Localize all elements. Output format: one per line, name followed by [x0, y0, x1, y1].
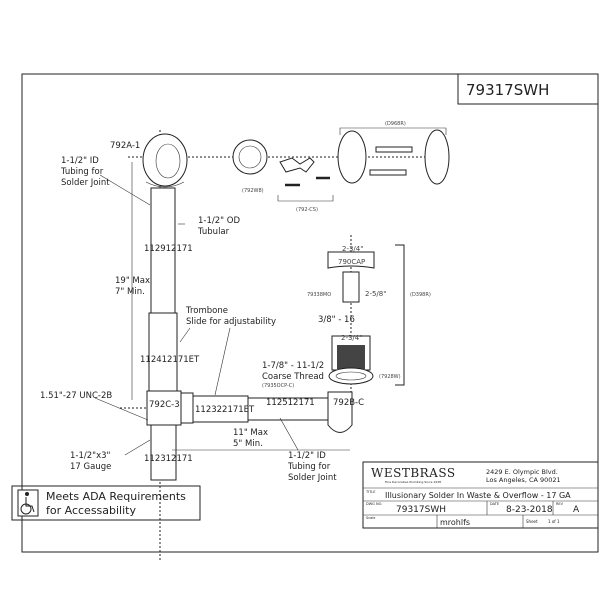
svg-text:17 Gauge: 17 Gauge — [70, 462, 111, 472]
address-line-1: 2429 E. Olympic Blvd. — [486, 468, 558, 476]
length-dimension-label: 11" Max 5" Min. — [233, 428, 268, 449]
gasket-part-label: (7928W) — [379, 374, 401, 380]
svg-text:Tubular: Tubular — [197, 227, 230, 237]
clip — [279, 157, 315, 173]
revision-field: A — [573, 505, 580, 515]
height-dimension-label: 19" Max 7" Min. — [115, 276, 150, 297]
washer — [232, 139, 268, 175]
svg-text:Trombone: Trombone — [185, 306, 228, 316]
tee-part-label: 792C-3 — [149, 400, 180, 410]
coarse-thread — [337, 345, 365, 369]
overflow-kit-label: (D968R) — [385, 121, 406, 127]
svg-text:11" Max: 11" Max — [233, 428, 268, 438]
tailpiece — [150, 424, 177, 481]
wheelchair-icon — [17, 489, 39, 517]
horizontal-tube-part-label: 112512171 — [266, 398, 315, 408]
trombone-part-label: 112412171ET — [140, 355, 200, 365]
brand-tagline: Fine Decorative Plumbing Since 1938 — [385, 480, 441, 484]
drawing-title: Illusionary Solder In Waste & Overflow -… — [385, 491, 571, 500]
svg-text:Coarse Thread: Coarse Thread — [262, 372, 324, 382]
vertical-tube-part-label: 112912171 — [144, 244, 193, 254]
svg-text:1-7/8" - 11-1/2: 1-7/8" - 11-1/2 — [262, 361, 324, 371]
waste-elbow — [327, 391, 353, 433]
svg-text:1-1/2" ID: 1-1/2" ID — [288, 451, 326, 461]
drain-cap — [327, 251, 375, 269]
horizontal-slide — [192, 395, 249, 423]
stud-thread-label: 3/8" - 16 — [318, 315, 355, 325]
coarse-thread-part-label: (7935OCP-C) — [262, 383, 294, 389]
brand-logo: WESTBRASS — [371, 466, 456, 480]
svg-text:Tubing for: Tubing for — [287, 462, 331, 472]
address-line-2: Los Angeles, CA 90021 — [486, 476, 561, 484]
clip-label: (792-CS) — [296, 207, 318, 213]
drawing-number: 79317SWH — [466, 81, 549, 99]
drawing-number-caption: DWG NO. — [366, 502, 382, 506]
svg-text:5" Min.: 5" Min. — [233, 439, 263, 449]
svg-text:1-1/2"x3": 1-1/2"x3" — [70, 451, 111, 461]
body-width-label: 2-3/4" — [341, 334, 362, 342]
author-field: mrohlfs — [440, 518, 470, 527]
drawing-number-field: 79317SWH — [396, 505, 446, 515]
svg-text:1-1/2" ID: 1-1/2" ID — [61, 156, 99, 166]
drawing-frame — [21, 73, 599, 553]
svg-text:Meets ADA Requirements: Meets ADA Requirements — [46, 490, 186, 503]
stopper-part-label: 79338MO — [307, 292, 331, 298]
tailpiece-size-label: 1-1/2"x3" 17 Gauge — [70, 451, 111, 472]
svg-text:Slide for adjustability: Slide for adjustability — [186, 317, 276, 327]
tailpiece-part-label: 112312171 — [144, 454, 193, 464]
title-block: WESTBRASS Fine Decorative Plumbing Since… — [362, 461, 599, 529]
svg-text:Tubing for: Tubing for — [60, 167, 104, 177]
overflow-cover — [424, 129, 450, 185]
screw — [375, 146, 413, 153]
coarse-thread-label: 1-7/8" - 11-1/2 Coarse Thread — [262, 361, 324, 382]
revision-caption: REV — [556, 502, 564, 506]
svg-text:7" Min.: 7" Min. — [115, 287, 145, 297]
svg-text:1-1/2" OD: 1-1/2" OD — [198, 216, 240, 226]
svg-text:for Accessability: for Accessability — [46, 504, 136, 517]
slide-part-label: 112322171ET — [195, 405, 255, 415]
screw — [369, 169, 407, 176]
washer-label: (792W8) — [242, 188, 264, 194]
drain-kit-label: (D398R) — [410, 292, 431, 298]
overflow-plate-part-label: 792A-1 — [110, 141, 140, 151]
gasket — [328, 367, 374, 385]
svg-text:Solder Joint: Solder Joint — [61, 178, 110, 188]
od-tubular-label: 1-1/2" OD Tubular — [197, 216, 240, 237]
title-caption: TITLE — [365, 490, 375, 494]
scale-caption: Scale — [366, 516, 375, 520]
svg-text:Solder Joint: Solder Joint — [288, 473, 337, 483]
trombone-slide — [148, 312, 178, 392]
sheet-field: 1 of 1 — [548, 519, 560, 524]
cap-part-label: 790CAP — [338, 258, 365, 266]
stopper — [342, 271, 360, 303]
overflow-elbow — [142, 133, 188, 188]
date-caption: DATE — [490, 502, 499, 506]
tubing-solder-bottom-label: 1-1/2" ID Tubing for Solder Joint — [287, 451, 337, 483]
sheet-caption: Sheet — [526, 519, 538, 524]
tubing-solder-top-label: 1-1/2" ID Tubing for Solder Joint — [60, 156, 110, 188]
waste-elbow-part-label: 792B-C — [333, 398, 364, 408]
stopper-height-label: 2-5/8" — [365, 290, 386, 298]
tee-thread-label: 1.51"-27 UNC-2B — [40, 391, 112, 401]
overflow-faceplate — [337, 130, 367, 184]
trombone-label: Trombone Slide for adjustability — [185, 306, 276, 327]
ada-notice: Meets ADA Requirements for Accessability — [11, 485, 201, 521]
date-field: 8-23-2018 — [506, 505, 553, 515]
cap-width-label: 2-3/4" — [342, 245, 363, 253]
drawing-number-box — [457, 73, 599, 105]
svg-text:19" Max: 19" Max — [115, 276, 150, 286]
tee-outlet — [180, 392, 194, 424]
